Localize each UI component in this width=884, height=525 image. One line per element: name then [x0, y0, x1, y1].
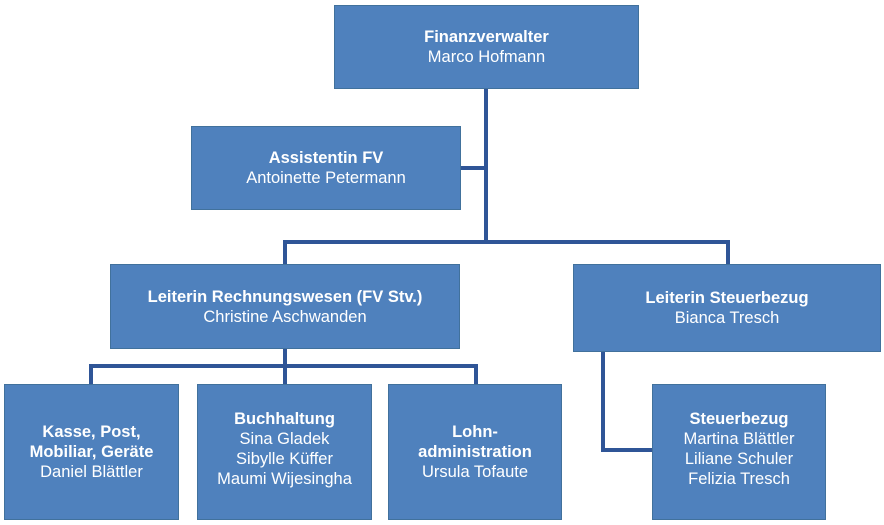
node-rechnungswesen-name: Christine Aschwanden: [203, 307, 367, 326]
node-assistentin-title: Assistentin FV: [268, 149, 384, 167]
node-steuerbezug-name-3: Felizia Tresch: [688, 470, 790, 488]
node-lohn-title-line2: administration: [418, 443, 532, 461]
node-buchhaltung: Buchhaltung Sina Gladek Sibylle Küffer M…: [197, 384, 372, 520]
node-buchhaltung-name-2: Sibylle Küffer: [236, 450, 333, 468]
node-steuerbezug-lead-title: Leiterin Steuerbezug: [645, 289, 809, 307]
node-rechnungswesen-title: Leiterin Rechnungswesen (FV Stv.): [147, 287, 423, 306]
node-kasse-title-line1: Kasse, Post,: [42, 423, 141, 441]
node-finanzverwalter: Finanzverwalter Marco Hofmann: [334, 5, 639, 89]
node-rechnungswesen: Leiterin Rechnungswesen (FV Stv.) Christ…: [110, 264, 460, 349]
node-kasse-name: Daniel Blättler: [40, 463, 143, 481]
node-lohn-name: Ursula Tofaute: [421, 463, 529, 481]
node-assistentin-name: Antoinette Petermann: [246, 169, 406, 187]
node-assistentin: Assistentin FV Antoinette Petermann: [191, 126, 461, 210]
node-buchhaltung-name-3: Maumi Wijesingha: [217, 470, 352, 488]
node-buchhaltung-name-1: Sina Gladek: [239, 430, 330, 448]
node-steuerbezug-name-1: Martina Blättler: [683, 430, 795, 448]
node-steuerbezug-title: Steuerbezug: [689, 410, 789, 428]
node-kasse: Kasse, Post, Mobiliar, Geräte Daniel Blä…: [4, 384, 179, 520]
node-steuerbezug-lead: Leiterin Steuerbezug Bianca Tresch: [573, 264, 881, 352]
node-kasse-title-line2: Mobiliar, Geräte: [29, 443, 154, 461]
node-finanzverwalter-title: Finanzverwalter: [424, 28, 549, 46]
node-steuerbezug-name-2: Liliane Schuler: [684, 450, 794, 468]
node-buchhaltung-title: Buchhaltung: [234, 410, 335, 428]
node-finanzverwalter-name: Marco Hofmann: [427, 48, 546, 66]
line-steuer-elbow: [601, 350, 654, 452]
node-steuerbezug-lead-name: Bianca Tresch: [674, 309, 780, 327]
node-steuerbezug: Steuerbezug Martina Blättler Liliane Sch…: [652, 384, 826, 520]
node-lohn-title-line1: Lohn-: [452, 423, 498, 441]
node-lohn: Lohn- administration Ursula Tofaute: [388, 384, 562, 520]
